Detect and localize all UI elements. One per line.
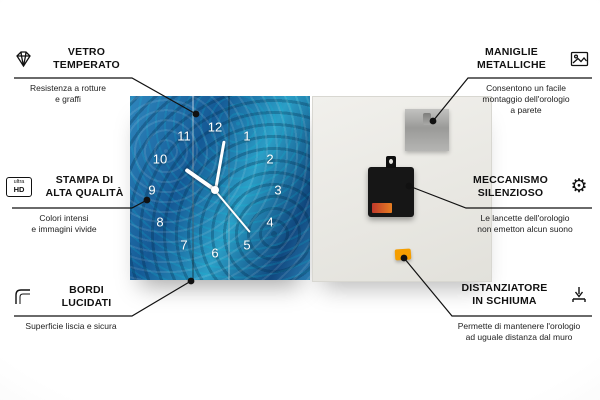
ultra-hd-badge-line1: ultra xyxy=(13,179,25,186)
polished-corner-icon xyxy=(10,288,36,306)
annotation-description: Le lancette dell'orologio non emetton al… xyxy=(477,213,573,235)
foam-spacer-icon xyxy=(566,286,592,304)
clock-number: 7 xyxy=(180,237,188,253)
annotation-title: MANIGLIE METALLICHE xyxy=(477,46,546,71)
annotation-maniglie-metalliche: MANIGLIE METALLICHE xyxy=(462,46,592,71)
ultra-hd-badge-icon: ultra HD xyxy=(6,176,32,197)
clock-number: 3 xyxy=(274,182,282,198)
annotation-bordi-lucidati: BORDI LUCIDATI xyxy=(10,284,132,309)
annotation-vetro-temperato: VETRO TEMPERATO xyxy=(10,46,132,71)
clock-number: 6 xyxy=(211,245,219,261)
ultra-hd-badge-line2: HD xyxy=(13,184,25,194)
battery xyxy=(372,203,392,213)
clock-number: 10 xyxy=(152,151,168,167)
clock-number: 11 xyxy=(177,128,191,144)
annotation-distanziatore-schiuma: DISTANZIATORE IN SCHIUMA xyxy=(448,282,592,307)
clock-number: 1 xyxy=(243,128,251,144)
clock-center-cap xyxy=(211,186,219,194)
annotation-title: VETRO TEMPERATO xyxy=(53,46,120,71)
clock-number: 5 xyxy=(243,237,251,253)
clock-number: 4 xyxy=(266,214,274,230)
annotation-stampa-alta-qualita: ultra HD STAMPA DI ALTA QUALITÀ xyxy=(6,174,132,199)
clock-number: 9 xyxy=(148,182,156,198)
annotation-title: STAMPA DI ALTA QUALITÀ xyxy=(45,174,124,199)
gear-icon: ⚙ xyxy=(570,176,588,198)
second-hand xyxy=(214,189,251,233)
annotation-meccanismo-silenzioso: MECCANISMO SILENZIOSO ⚙ xyxy=(460,174,592,199)
foam-spacer xyxy=(394,248,412,261)
hanger-slot xyxy=(423,113,431,125)
annotation-title: BORDI LUCIDATI xyxy=(61,284,112,309)
panel-fold-line xyxy=(192,96,194,280)
clock-number: 8 xyxy=(156,214,164,230)
picture-frame-icon xyxy=(566,51,592,67)
annotation-description: Colori intensi e immagini vivide xyxy=(31,213,97,235)
annotation-description: Superficie liscia e sicura xyxy=(25,321,117,331)
diamond-icon xyxy=(10,50,36,68)
minute-hand xyxy=(213,140,226,191)
metal-hanger-plate xyxy=(405,109,449,151)
clock-front-panel: 12 1 2 3 4 5 6 7 8 9 10 11 xyxy=(130,96,310,280)
clock-number: 12 xyxy=(207,119,223,135)
annotation-title: DISTANZIATORE IN SCHIUMA xyxy=(461,282,548,307)
panel-fold-line xyxy=(228,96,230,280)
annotation-description: Consentono un facile montaggio dell'orol… xyxy=(482,83,570,116)
annotation-title: MECCANISMO SILENZIOSO xyxy=(473,174,548,199)
clock-number: 2 xyxy=(266,151,274,167)
annotation-description: Permette di mantenere l'orologio ad ugua… xyxy=(457,321,581,343)
annotation-description: Resistenza a rotture e graffi xyxy=(29,83,107,105)
clock-mechanism xyxy=(368,156,414,217)
hanger-hook-hole xyxy=(389,159,393,164)
